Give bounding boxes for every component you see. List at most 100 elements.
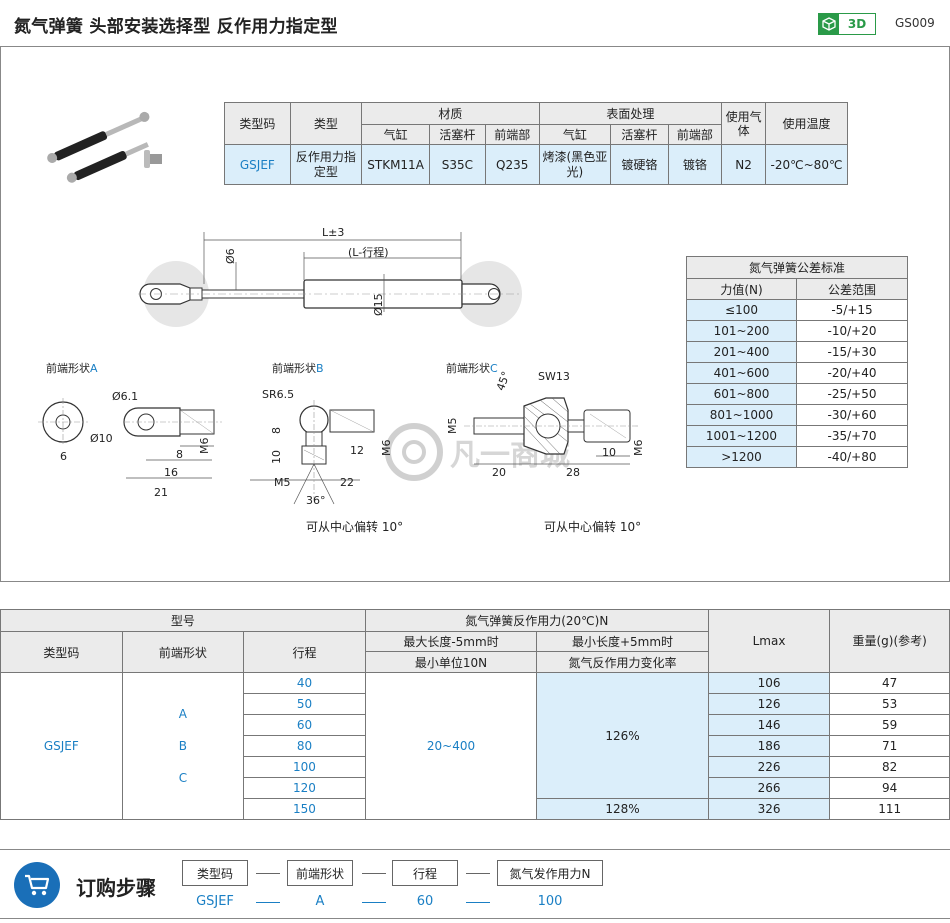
cell-lmax: 146 — [707, 714, 831, 736]
sub-hdr: 前端部 — [484, 124, 540, 145]
cell-temp: -20℃~80℃ — [764, 144, 849, 185]
cell-lmax: 326 — [707, 798, 831, 820]
shape-c-note: 可从中心偏转 10° — [544, 520, 642, 534]
tol-range: -40/+80 — [796, 446, 908, 468]
hdr-lmax: Lmax — [707, 609, 831, 673]
dim-b-ang: 36° — [306, 494, 326, 507]
dim-a-w8: 8 — [176, 448, 183, 461]
hdr-surface: 表面处理 — [538, 102, 723, 125]
cell-s-cyl: 烤漆(黑色亚光) — [538, 144, 612, 185]
tol-force: 101~200 — [686, 320, 797, 342]
cell-weight: 53 — [829, 693, 950, 715]
tol-range: -25/+50 — [796, 383, 908, 405]
shape-c-letter: C — [490, 362, 498, 375]
product-photo — [47, 111, 162, 183]
cell-lmax: 266 — [707, 777, 831, 799]
cell-rate: 126% — [536, 672, 709, 799]
cell-stroke: 50 — [243, 693, 366, 715]
hdr-min: 最小长度+5mm时 — [536, 631, 709, 652]
dim-b-h8: 8 — [270, 427, 283, 434]
dim-a-m6: M6 — [198, 437, 211, 455]
cell-stroke: 120 — [243, 777, 366, 799]
cell-weight: 47 — [829, 672, 950, 694]
order-steps: 订购步骤 类型码 前端形状 行程 氮气发作用力N GSJEF A 60 100 — [0, 849, 950, 919]
tol-row: 1001~1200-35/+70 — [686, 425, 908, 447]
cell-stroke: 80 — [243, 735, 366, 757]
cell-m-cyl: STKM11A — [361, 144, 431, 185]
cell-m-rod: S35C — [429, 144, 486, 185]
watermark-logo — [385, 423, 443, 481]
tol-range: -20/+40 — [796, 362, 908, 384]
shape-b-note: 可从中心偏转 10° — [306, 520, 404, 534]
shape-c-drawing — [464, 397, 640, 465]
cell-stroke: 40 — [243, 672, 366, 694]
cell-s-front: 镀铬 — [667, 144, 723, 185]
shape-a-title: 前端形状A — [46, 360, 98, 376]
cell-m-front: Q235 — [484, 144, 540, 185]
cell-stroke: 150 — [243, 798, 366, 820]
cell-s-rod: 镀硬铬 — [610, 144, 669, 185]
step-stroke-value: 60 — [416, 894, 434, 909]
sub-hdr: 活塞杆 — [429, 124, 486, 145]
product-code: GS009 — [895, 16, 935, 30]
tol-force: 801~1000 — [686, 404, 797, 426]
hdr-type: 类型 — [289, 102, 363, 145]
shape-a-drawing — [38, 398, 222, 479]
dim-a-d10: Ø10 — [90, 432, 113, 445]
dim-b-sr: SR6.5 — [262, 388, 295, 401]
cell-type: 反作用力指定型 — [289, 144, 363, 185]
step-front-box: 前端形状 — [287, 860, 353, 886]
hdr-max: 最大长度-5mm时 — [364, 631, 538, 652]
dim-a-w6: 6 — [60, 450, 67, 463]
front-shape-option: B — [178, 739, 188, 753]
step-force-value: 100 — [537, 894, 563, 909]
cell-lmax: 186 — [707, 735, 831, 757]
hdr-rate: 氮气反作用力变化率 — [536, 651, 709, 673]
dim-c-m6: M6 — [632, 439, 645, 457]
step-connector — [362, 902, 386, 903]
hdr-weight: 重量(g)(参考) — [829, 609, 950, 673]
dim-d15: Ø15 — [372, 293, 385, 316]
dim-b-w12: 12 — [350, 444, 364, 457]
cube-icon — [819, 14, 839, 34]
sub-hdr: 气缸 — [538, 124, 612, 145]
tol-col-range: 公差范围 — [796, 278, 908, 300]
hdr-material: 材质 — [361, 102, 540, 125]
cell-lmax: 106 — [707, 672, 831, 694]
tol-title: 氮气弹簧公差标准 — [686, 256, 908, 279]
step-connector — [362, 873, 386, 874]
hdr-temp: 使用温度 — [764, 102, 849, 145]
cell-weight: 94 — [829, 777, 950, 799]
hdr-front: 前端形状 — [121, 631, 245, 673]
step-type-code-box: 类型码 — [182, 860, 248, 886]
step-stroke-box: 行程 — [392, 860, 458, 886]
step-connector — [256, 902, 280, 903]
tol-range: -35/+70 — [796, 425, 908, 447]
3d-model-button[interactable]: 3D — [818, 13, 876, 35]
hdr-force: 氮气弹簧反作用力(20℃)N — [364, 609, 709, 632]
tol-force: 201~400 — [686, 341, 797, 363]
dim-b-w22: 22 — [340, 476, 354, 489]
shape-c-title: 前端形状C — [446, 360, 498, 376]
cell-weight: 82 — [829, 756, 950, 778]
sub-hdr: 气缸 — [361, 124, 431, 145]
cell-type-code: GSJEF — [224, 144, 291, 185]
dim-b-m5: M5 — [274, 476, 291, 489]
tol-range: -30/+60 — [796, 404, 908, 426]
shape-b-title: 前端形状B — [272, 360, 324, 376]
hdr-model: 型号 — [0, 609, 366, 632]
tol-row: 601~800-25/+50 — [686, 383, 908, 405]
tol-row: 101~200-10/+20 — [686, 320, 908, 342]
step-connector — [466, 902, 490, 903]
material-table: 类型码 类型 材质 表面处理 使用气体 使用温度 气缸 活塞杆 前端部 气缸 活… — [224, 102, 849, 185]
cell-rate: 128% — [536, 798, 709, 820]
dim-c-sw: SW13 — [538, 370, 570, 383]
tol-range: -15/+30 — [796, 341, 908, 363]
tol-row: 801~1000-30/+60 — [686, 404, 908, 426]
